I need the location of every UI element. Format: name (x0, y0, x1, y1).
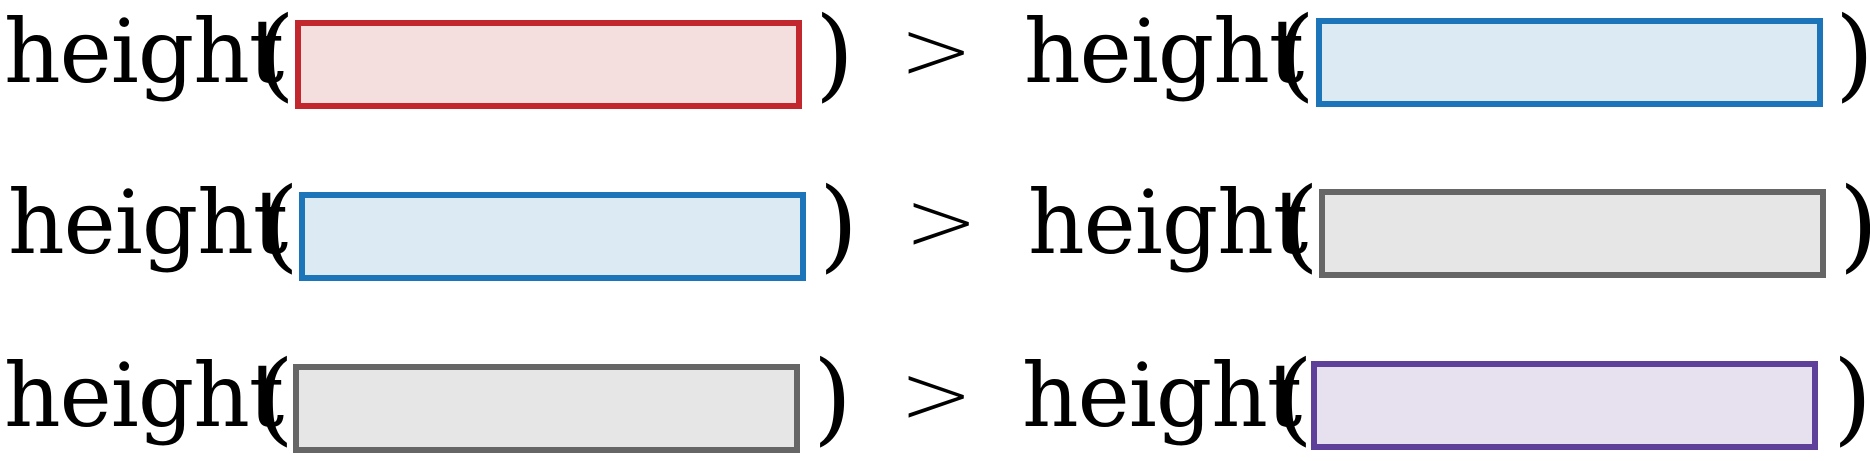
left-color-swatch (293, 364, 800, 453)
right-open-paren: ( (1274, 339, 1314, 456)
left-color-swatch (295, 20, 802, 109)
left-height-label: height (8, 171, 288, 274)
right-color-swatch (1311, 361, 1818, 450)
right-close-paren: ) (1839, 175, 1870, 275)
greater-than-operator: > (904, 172, 979, 270)
right-color-swatch (1319, 189, 1826, 278)
left-close-paren: ) (815, 0, 855, 112)
right-height-label: height (1024, 0, 1304, 103)
right-open-paren: ( (1280, 166, 1320, 283)
left-open-paren: ( (255, 339, 295, 456)
left-open-paren: ( (260, 166, 300, 283)
greater-than-operator: > (899, 345, 974, 443)
right-height-label: height (1022, 344, 1302, 447)
right-color-swatch (1316, 18, 1823, 107)
comparison-row-3: height ( ) > height ( ) (0, 344, 1870, 454)
left-height-label: height (4, 0, 284, 103)
right-open-paren: ( (1276, 0, 1316, 112)
right-height-label: height (1028, 171, 1308, 274)
left-close-paren: ) (819, 166, 859, 283)
right-close-paren: ) (1833, 339, 1870, 456)
left-height-label: height (4, 344, 284, 447)
comparison-row-1: height ( ) > height ( ) (0, 0, 1870, 110)
comparison-row-2: height ( ) > height ( ) (0, 171, 1870, 281)
left-color-swatch (299, 192, 806, 281)
left-open-paren: ( (256, 0, 296, 112)
left-close-paren: ) (813, 339, 853, 456)
right-close-paren: ) (1835, 4, 1870, 104)
greater-than-operator: > (899, 1, 974, 99)
